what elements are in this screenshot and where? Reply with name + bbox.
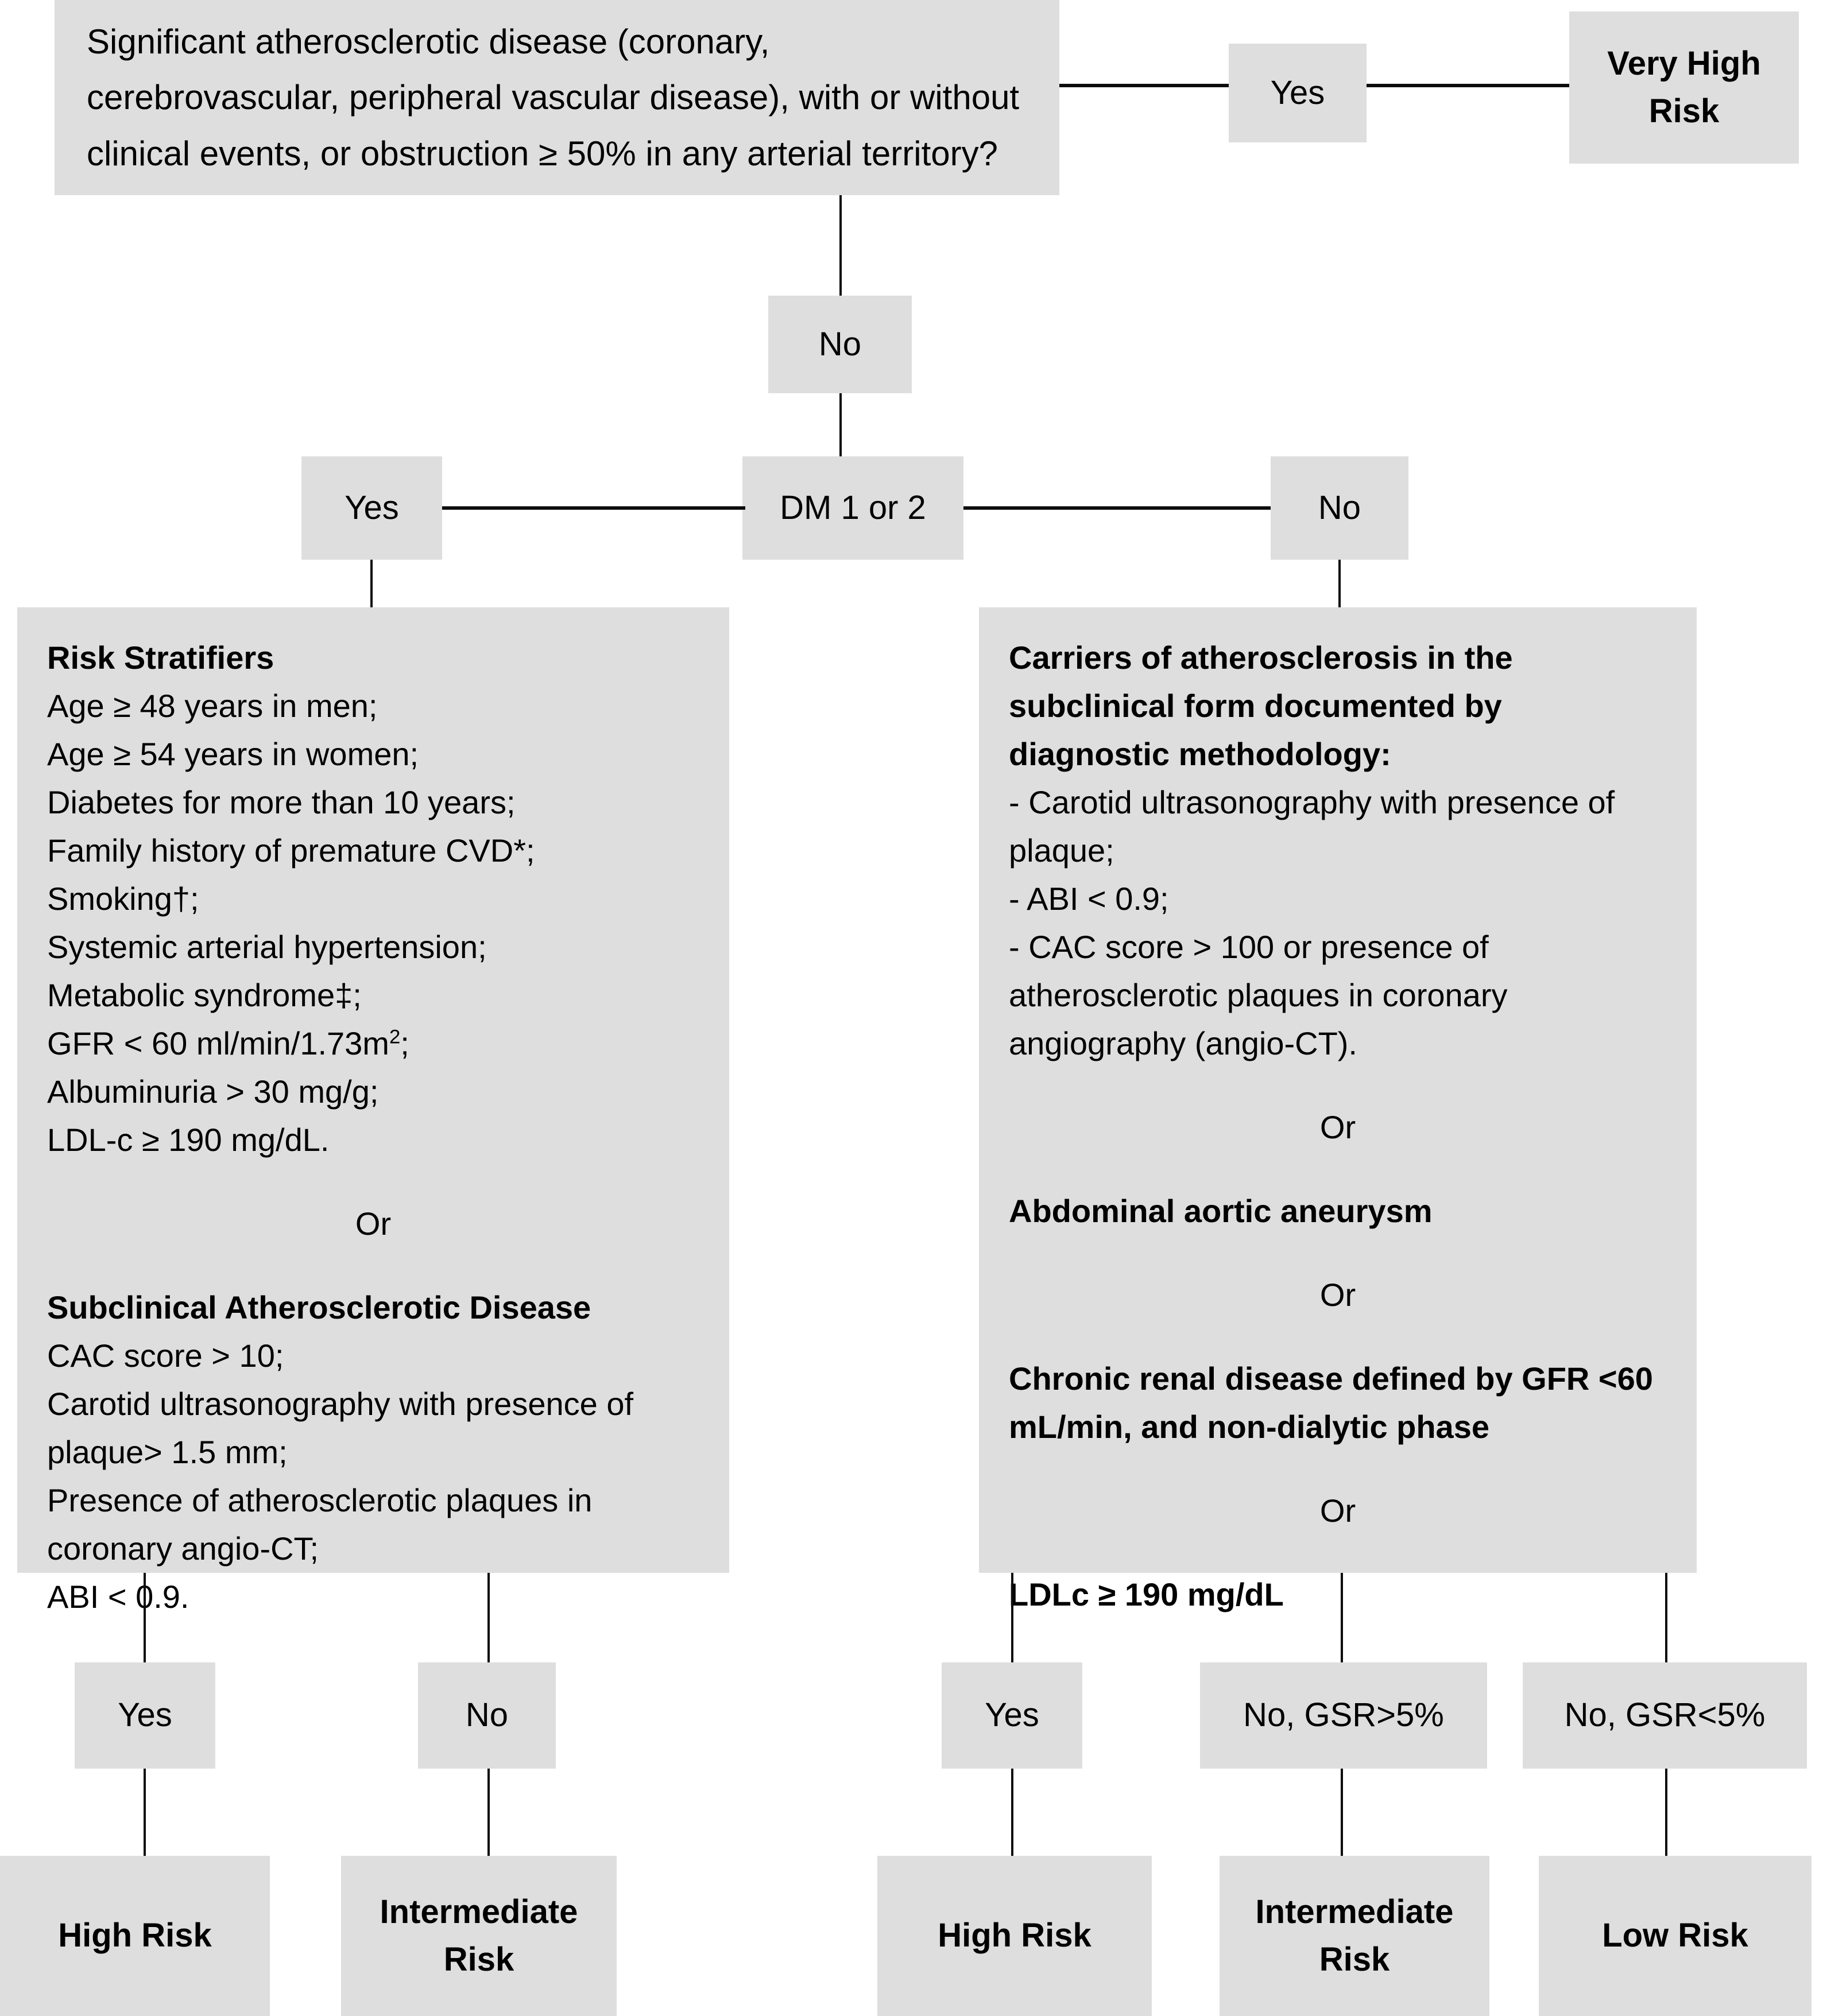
risk-item: Age ≥ 48 years in men; [47, 688, 378, 724]
panel-risk-stratifiers[interactable]: Risk Stratifiers Age ≥ 48 years in men; … [17, 607, 729, 1615]
subclinical-item: CAC score > 10; [47, 1337, 284, 1374]
node-outcome-high-risk-left[interactable]: High Risk [0, 1856, 270, 2016]
node-dm-yes[interactable]: Yes [301, 456, 442, 560]
connector-right-panel-to-yes [1011, 1573, 1013, 1664]
risk-item: Albuminuria > 30 mg/g; [47, 1073, 379, 1110]
dm-yes-label: Yes [345, 489, 399, 526]
connector-right-panel-to-gsr-high [1341, 1573, 1343, 1664]
node-left-no[interactable]: No [418, 1662, 556, 1769]
connector-gsr-low-to-low-risk [1665, 1769, 1667, 1856]
connector-right-yes-to-high-risk [1011, 1769, 1013, 1856]
dm-question-label: DM 1 or 2 [780, 489, 926, 526]
right-panel-or-connector-1: Or [1319, 1109, 1356, 1145]
node-root-no[interactable]: No [768, 296, 912, 393]
node-very-high-risk[interactable]: Very High Risk [1569, 11, 1799, 164]
node-right-no-gsr-high[interactable]: No, GSR>5% [1200, 1662, 1487, 1769]
risk-item: Systemic arterial hypertension; [47, 929, 487, 965]
risk-item: Family history of premature CVD*; [47, 832, 535, 869]
node-right-yes[interactable]: Yes [942, 1662, 1082, 1769]
risk-item: LDL-c ≥ 190 mg/dL. [47, 1122, 330, 1158]
gfr-tail: ; [400, 1025, 409, 1061]
node-outcome-intermediate-left[interactable]: Intermediate Risk [341, 1856, 617, 2016]
risk-item: Smoking†; [47, 881, 199, 917]
subclinical-item: Carotid ultrasonography with presence of… [47, 1386, 634, 1470]
root-question-text: Significant atherosclerotic disease (cor… [87, 22, 1020, 173]
carriers-item: - CAC score > 100 or presence of atheros… [1009, 929, 1508, 1061]
connector-root-to-yes [1059, 84, 1232, 87]
renal-disease-heading: Chronic renal disease defined by GFR <60… [1009, 1360, 1653, 1445]
outcome-high-risk-left-label: High Risk [58, 1917, 212, 1955]
gfr-exponent: 2 [389, 1026, 401, 1048]
node-outcome-low-risk[interactable]: Low Risk [1539, 1856, 1812, 2016]
connector-left-yes-to-high-risk [144, 1769, 146, 1856]
dm-no-label: No [1318, 489, 1361, 526]
connector-root-to-no [839, 195, 842, 296]
root-no-label: No [818, 325, 862, 363]
root-yes-label: Yes [1270, 73, 1325, 111]
risk-item: Age ≥ 54 years in women; [47, 736, 419, 772]
left-yes-label: Yes [118, 1696, 172, 1734]
node-left-yes[interactable]: Yes [75, 1662, 215, 1769]
left-no-label: No [465, 1696, 509, 1734]
node-root-question[interactable]: Significant atherosclerotic disease (cor… [55, 0, 1059, 195]
connector-no-to-dm [839, 393, 842, 456]
connector-dm-to-no [963, 506, 1274, 510]
outcome-low-risk-label: Low Risk [1602, 1917, 1748, 1955]
node-root-yes[interactable]: Yes [1229, 44, 1367, 142]
left-panel-or-connector: Or [355, 1205, 392, 1242]
subclinical-item: Presence of atherosclerotic plaques in c… [47, 1482, 593, 1567]
right-no-gsr-low-label: No, GSR<5% [1564, 1696, 1766, 1734]
very-high-risk-label: Very High Risk [1607, 45, 1761, 130]
risk-stratifiers-heading: Risk Stratifiers [47, 639, 274, 676]
connector-dm-yes-to-left-panel [370, 560, 373, 608]
right-panel-or-connector-2: Or [1319, 1277, 1356, 1313]
outcome-intermediate-left-label: Intermediate Risk [380, 1893, 578, 1978]
node-dm-question[interactable]: DM 1 or 2 [742, 456, 963, 560]
subclinical-disease-heading: Subclinical Atherosclerotic Disease [47, 1289, 591, 1325]
connector-left-panel-to-no [487, 1573, 490, 1664]
aortic-aneurysm-heading: Abdominal aortic aneurysm [1009, 1193, 1433, 1229]
connector-gsr-high-to-intermediate [1341, 1769, 1343, 1856]
connector-yes-to-very-high-risk [1367, 84, 1570, 87]
right-panel-content: Carriers of atherosclerosis in the subcl… [979, 607, 1697, 1619]
risk-stratifiers-content: Risk Stratifiers Age ≥ 48 years in men; … [17, 607, 729, 1621]
gfr-base: GFR < 60 ml/min/1.73m [47, 1025, 389, 1061]
node-outcome-high-risk-right[interactable]: High Risk [877, 1856, 1152, 2016]
right-yes-label: Yes [985, 1696, 1039, 1734]
subclinical-item: ABI < 0.9. [47, 1579, 189, 1615]
panel-subclinical-atherosclerosis[interactable]: Carriers of atherosclerosis in the subcl… [979, 607, 1697, 1612]
outcome-high-risk-right-label: High Risk [938, 1917, 1092, 1955]
risk-item: Diabetes for more than 10 years; [47, 784, 516, 820]
connector-dm-to-yes [441, 506, 745, 510]
risk-item: Metabolic syndrome‡; [47, 977, 362, 1013]
right-no-gsr-high-label: No, GSR>5% [1243, 1696, 1444, 1734]
carriers-item: - Carotid ultrasonography with presence … [1009, 784, 1615, 869]
node-dm-no[interactable]: No [1271, 456, 1408, 560]
carriers-item: - ABI < 0.9; [1009, 881, 1169, 917]
connector-left-no-to-intermediate [487, 1769, 490, 1856]
connector-left-panel-to-yes [144, 1573, 146, 1664]
connector-right-panel-to-gsr-low [1665, 1573, 1667, 1664]
node-right-no-gsr-low[interactable]: No, GSR<5% [1523, 1662, 1807, 1769]
outcome-intermediate-right-label: Intermediate Risk [1255, 1893, 1454, 1978]
right-panel-or-connector-3: Or [1319, 1492, 1356, 1529]
carriers-heading: Carriers of atherosclerosis in the subcl… [1009, 639, 1513, 772]
node-outcome-intermediate-right[interactable]: Intermediate Risk [1220, 1856, 1489, 2016]
risk-item-gfr: GFR < 60 ml/min/1.73m2; [47, 1019, 699, 1068]
connector-dm-no-to-right-panel [1338, 560, 1341, 608]
ldlc-heading: LDLc ≥ 190 mg/dL [1009, 1576, 1284, 1612]
